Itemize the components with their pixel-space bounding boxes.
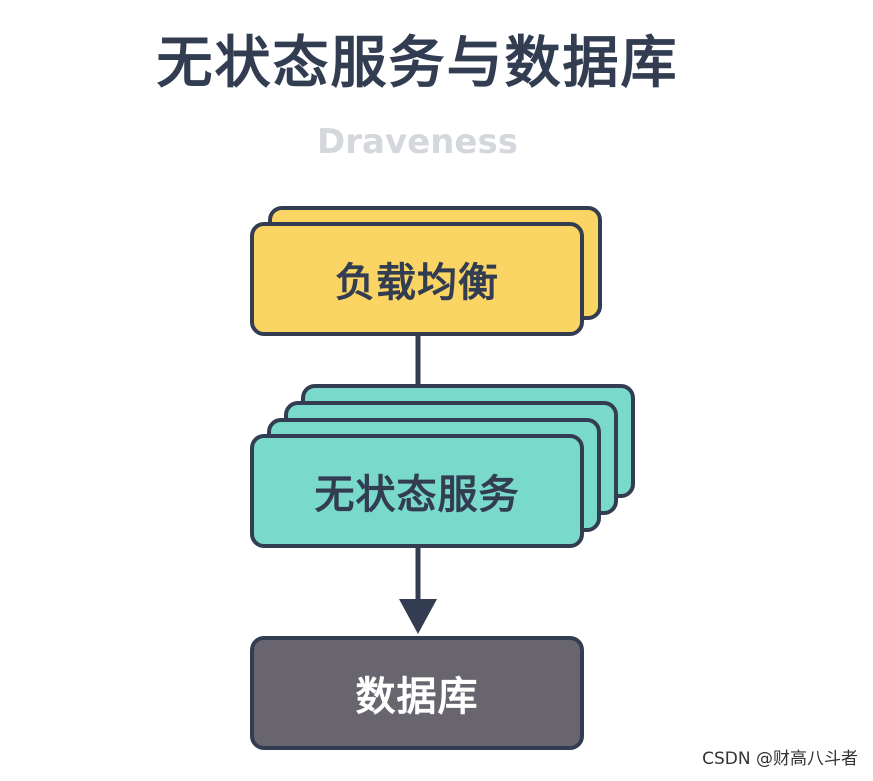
database-label: 数据库 [355,674,479,720]
load-balancer-label: 负载均衡 [335,260,499,306]
database-node [250,636,584,750]
load-balancer-node [250,222,584,336]
arrow-head-service-to-db [399,599,437,634]
author-subtitle: Draveness [317,122,518,162]
stateless-service-node [250,434,584,548]
diagram-title: 无状态服务与数据库 [156,31,679,96]
stateless-service-label: 无状态服务 [314,472,520,518]
watermark-text: CSDN @财高八斗者 [702,749,858,769]
